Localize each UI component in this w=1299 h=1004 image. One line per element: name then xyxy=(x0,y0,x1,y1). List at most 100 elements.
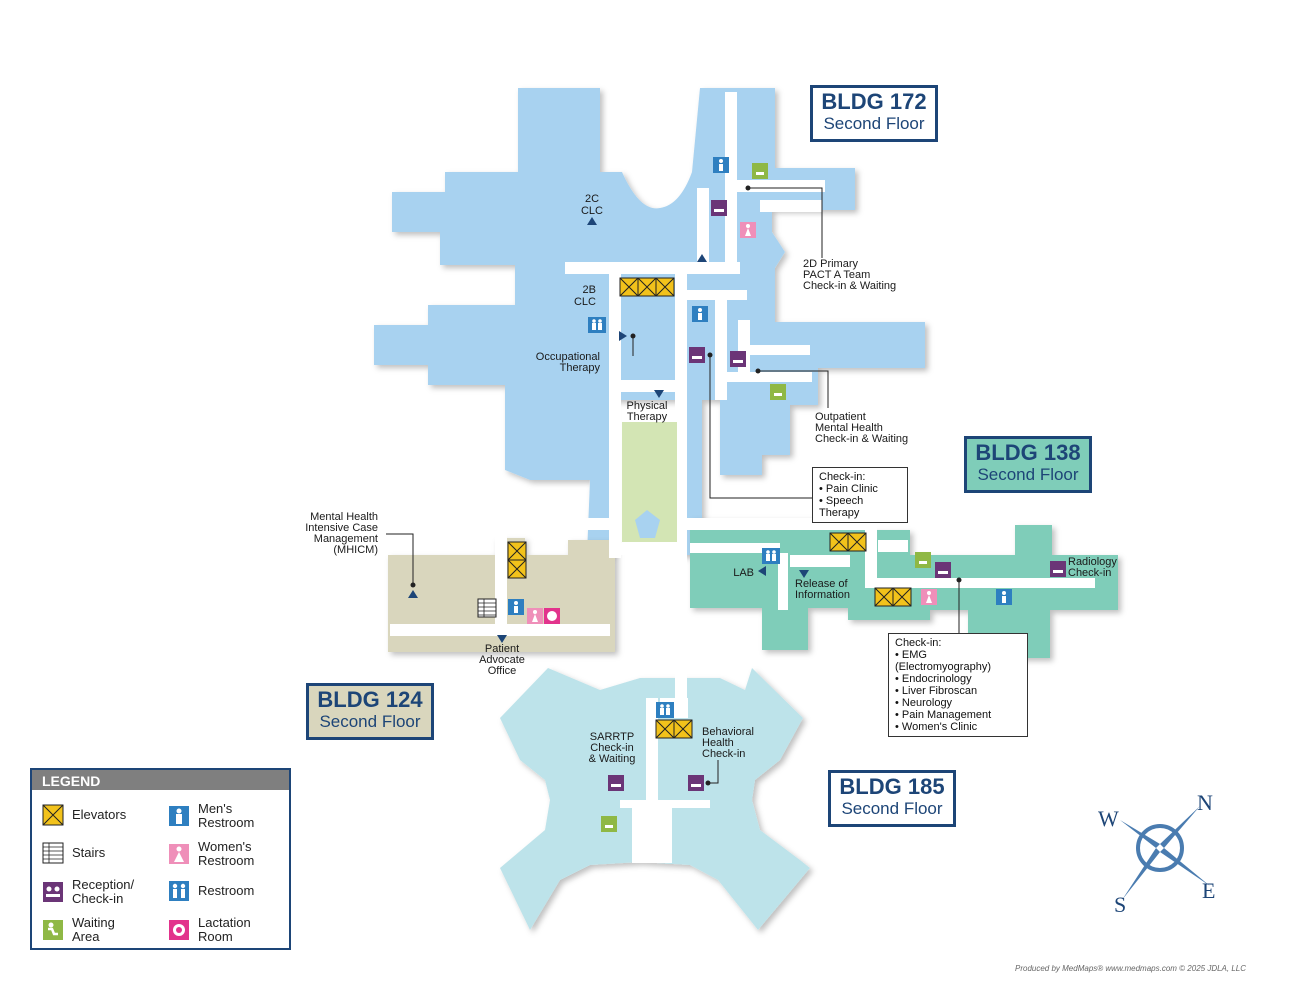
building-label-172: BLDG 172 Second Floor xyxy=(810,85,938,142)
lactation-icon xyxy=(544,608,560,624)
mens-restroom-icon xyxy=(169,806,189,826)
checkin-item: EMG (Electromyography) xyxy=(895,649,1021,673)
reception-icon xyxy=(730,351,746,367)
legend-label-line: Men's xyxy=(198,801,233,816)
compass-w: W xyxy=(1098,806,1119,831)
reception-icon xyxy=(935,562,951,578)
checkin-item: Endocrinology xyxy=(895,673,1021,685)
credit-line: Produced by MedMaps® www.medmaps.com © 2… xyxy=(1015,964,1246,973)
elevator-icon xyxy=(42,804,64,826)
legend-label: Restroom xyxy=(198,883,255,898)
reception-icon xyxy=(608,775,624,791)
checkin-box-bldg138: Check-in: EMG (Electromyography) Endocri… xyxy=(888,633,1028,737)
checkin-item: Speech Therapy xyxy=(819,495,901,519)
stairs-icon xyxy=(42,842,64,864)
reception-icon xyxy=(1050,561,1066,577)
legend-label-line: Area xyxy=(72,929,100,944)
checkin-box-pain-speech: Check-in: Pain Clinic Speech Therapy xyxy=(812,467,908,523)
label-lab: LAB xyxy=(733,567,754,579)
checkin-title: Check-in: xyxy=(819,471,866,483)
restroom-icon xyxy=(169,881,189,901)
restroom-icon xyxy=(762,548,780,564)
building-label-138: BLDG 138 Second Floor xyxy=(964,436,1092,493)
building-number: BLDG 138 xyxy=(975,440,1081,465)
checkin-item: Liver Fibroscan xyxy=(895,685,1021,697)
waiting-icon xyxy=(752,163,768,179)
legend-title: LEGEND xyxy=(32,770,289,790)
waiting-icon xyxy=(43,920,63,940)
legend-label-line: Restroom xyxy=(198,853,255,868)
checkin-title: Check-in: xyxy=(895,637,942,649)
compass-s: S xyxy=(1114,892,1126,917)
checkin-item: Pain Management xyxy=(895,709,1021,721)
building-floor: Second Floor xyxy=(319,712,421,731)
building-number: BLDG 172 xyxy=(821,89,927,114)
legend-label-line: Waiting xyxy=(72,915,115,930)
entrance-arrows xyxy=(408,217,809,643)
legend-label-line: Check-in xyxy=(72,891,124,906)
checkin-item: Women's Clinic xyxy=(895,721,1021,733)
stairs-icon xyxy=(477,598,497,618)
elevator-icon xyxy=(655,719,693,739)
reception-icon xyxy=(43,882,63,902)
building-floor: Second Floor xyxy=(977,465,1079,484)
checkin-item: Pain Clinic xyxy=(819,483,901,495)
legend-item-stairs: Stairs xyxy=(42,842,105,864)
lactation-icon xyxy=(169,920,189,940)
legend-label-line: Lactation xyxy=(198,915,251,930)
elevator-icon xyxy=(619,277,675,297)
legend-label-line: Reception/ xyxy=(72,877,135,892)
building-floor: Second Floor xyxy=(823,114,925,133)
compass-e: E xyxy=(1202,878,1215,903)
legend-item-elevators: Elevators xyxy=(42,804,126,826)
restroom-icon xyxy=(656,702,674,718)
building-label-185: BLDG 185 Second Floor xyxy=(828,770,956,827)
waiting-icon xyxy=(770,384,786,400)
elevator-icon xyxy=(507,541,527,579)
legend-label: Reception/Check-in xyxy=(72,878,134,906)
building-floor: Second Floor xyxy=(841,799,943,818)
compass-rose: N E S W xyxy=(1098,790,1215,917)
waiting-icon xyxy=(915,552,931,568)
elevator-icon xyxy=(829,532,867,552)
reception-icon xyxy=(689,347,705,363)
waiting-icon xyxy=(601,816,617,832)
building-label-124: BLDG 124 Second Floor xyxy=(306,683,434,740)
reception-icon xyxy=(688,775,704,791)
reception-icon xyxy=(711,200,727,216)
legend: LEGEND Elevators Stairs Reception/Check-… xyxy=(30,768,291,950)
legend-label-line: Room xyxy=(198,929,233,944)
womens-restroom-icon xyxy=(169,844,189,864)
courtyard-feature xyxy=(635,510,660,538)
elevator-icon xyxy=(874,587,912,607)
restroom-icon xyxy=(588,317,606,333)
legend-label-line: Restroom xyxy=(198,815,255,830)
legend-label-line: Women's xyxy=(198,839,252,854)
legend-item-restroom: Restroom xyxy=(168,880,254,902)
checkin-item: Neurology xyxy=(895,697,1021,709)
legend-label: Elevators xyxy=(72,807,127,822)
compass-n: N xyxy=(1197,790,1213,815)
legend-label: Stairs xyxy=(72,845,106,860)
legend-item-reception: Reception/Check-in xyxy=(42,878,134,906)
building-number: BLDG 185 xyxy=(839,774,945,799)
